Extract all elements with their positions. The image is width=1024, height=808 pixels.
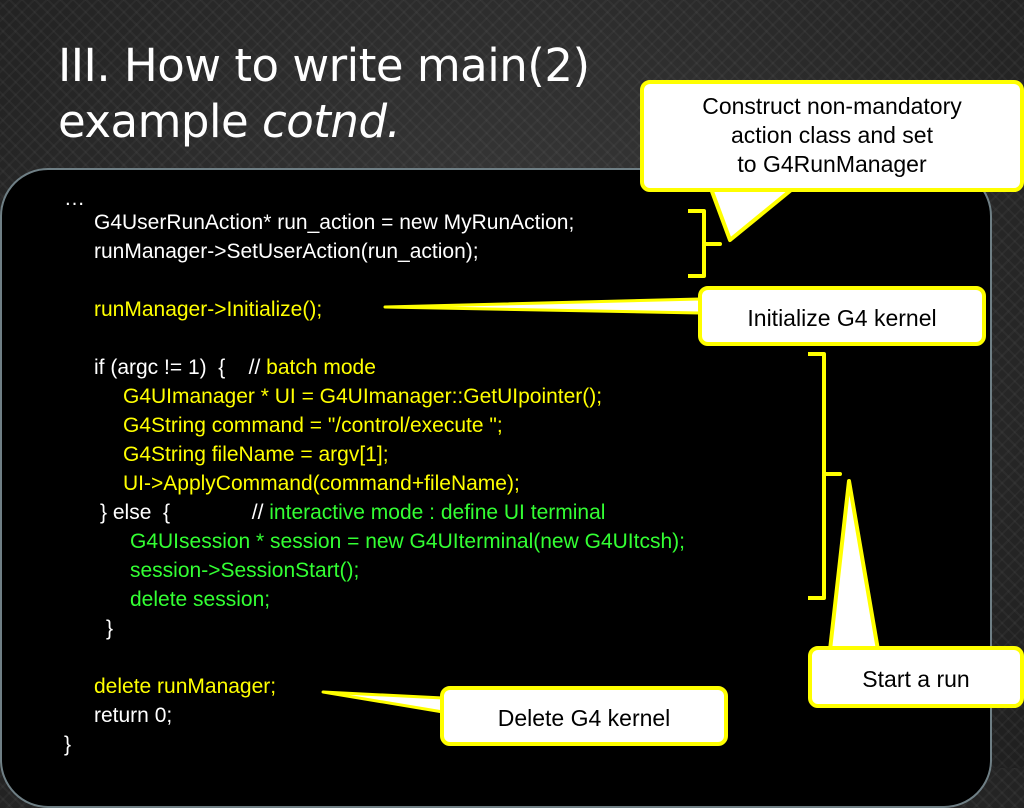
slide-title: III. How to write main(2) example cotnd. [58,38,590,150]
slide-title-line1: III. How to write main(2) [58,39,590,92]
code-comment-interactive-mode: interactive mode : define UI terminal [269,501,606,524]
callout-construct-line2: action class and set [730,122,933,148]
slide-title-line2-prefix: example [58,95,262,148]
code-comment-batch-mode: batch mode [266,356,376,379]
code-line-final-brace: } [64,733,72,756]
code-line-ellipsis: … [64,187,85,210]
callout-delete-kernel: Delete G4 kernel [440,686,728,746]
code-line-set-user-action: runManager->SetUserAction(run_action); [94,240,479,263]
callout-start-run-label: Start a run [862,666,970,692]
callout-initialize-kernel: Initialize G4 kernel [698,286,986,346]
code-line-close-brace: } [106,617,114,640]
callout-construct-line3: to G4RunManager [737,151,927,177]
code-line-delete-run-manager: delete runManager; [94,675,277,698]
code-line-return: return 0; [94,704,173,727]
code-line-if-argc: if (argc != 1) { // batch mode [94,353,376,382]
slide-title-line2-italic: cotnd. [262,95,401,148]
callout-construct-line1: Construct non-mandatory [702,93,962,119]
code-line-command: G4String command = "/control/execute "; [123,414,503,437]
callout-start-run: Start a run [808,646,1024,708]
callout-delete-kernel-label: Delete G4 kernel [497,705,671,731]
code-line-session-start: session->SessionStart(); [130,559,360,582]
code-line-user-run-action: G4UserRunAction* run_action = new MyRunA… [94,211,575,234]
code-line-ui-session: G4UIsession * session = new G4UIterminal… [130,530,685,553]
callout-construct-action: Construct non-mandatory action class and… [640,80,1024,192]
code-line-get-ui-pointer: G4UImanager * UI = G4UImanager::GetUIpoi… [123,385,603,408]
code-line-apply-command: UI->ApplyCommand(command+fileName); [123,472,520,495]
code-line-filename: G4String fileName = argv[1]; [123,443,389,466]
code-comment-marker: // [248,356,267,379]
callout-initialize-label: Initialize G4 kernel [747,305,937,331]
code-comment-marker: // [251,501,270,524]
code-line-else: } else { // interactive mode : define UI… [100,498,605,527]
code-else-statement: } else { [100,501,252,524]
code-line-initialize: runManager->Initialize(); [94,298,323,321]
code-if-statement: if (argc != 1) { [94,356,249,379]
code-line-delete-session: delete session; [130,588,271,611]
